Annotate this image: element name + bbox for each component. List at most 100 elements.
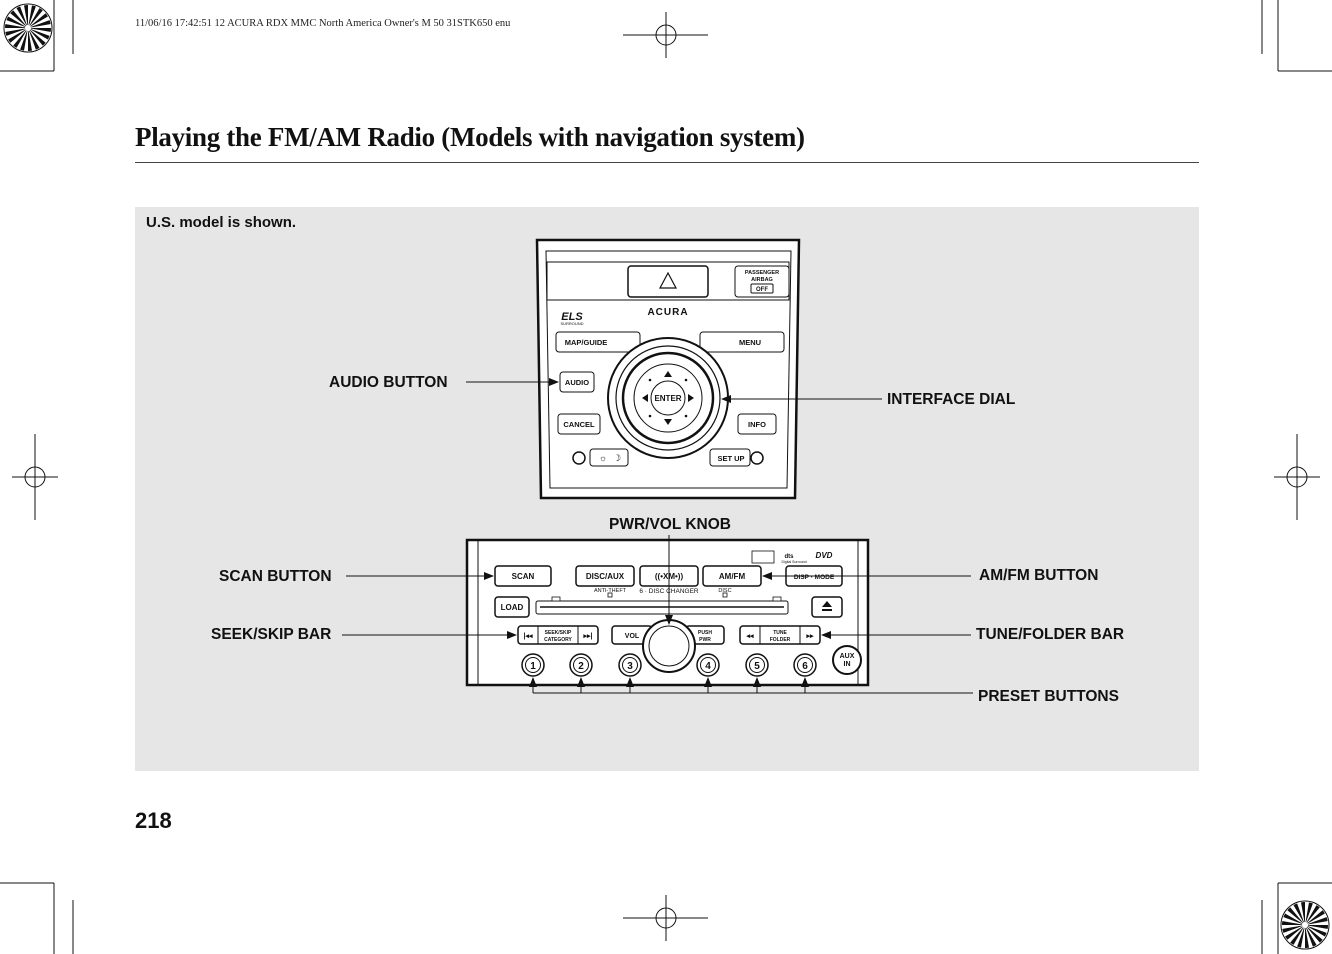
preset-button-2: 2 <box>569 653 593 677</box>
cancel-button <box>557 413 601 435</box>
load-label: LOAD <box>501 603 524 612</box>
callout-tune-folder-bar: TUNE/FOLDER BAR <box>976 626 1125 643</box>
starburst-ray <box>28 12 49 28</box>
starburst-ray <box>1305 925 1324 944</box>
info-label: INFO <box>748 420 766 429</box>
starburst-ray <box>28 28 51 40</box>
starburst-ray <box>1305 925 1328 937</box>
airbag-off-label: OFF <box>756 287 768 293</box>
svg-text:☽: ☽ <box>613 453 621 463</box>
audio-button <box>559 371 595 393</box>
tune-folder-label-1: TUNE <box>773 630 787 636</box>
am-fm-label: AM/FM <box>719 572 746 581</box>
starburst-ray <box>1286 906 1305 925</box>
starburst-ray <box>28 28 51 33</box>
brightness-button <box>589 448 629 467</box>
media-logo-box <box>751 550 775 564</box>
scan-label: SCAN <box>512 572 535 581</box>
disc-aux-label: DISC/AUX <box>586 572 625 581</box>
starburst-ray <box>23 5 28 28</box>
preset-label-3: 3 <box>627 661 633 672</box>
starburst-ray <box>7 28 29 44</box>
starburst-ray <box>1305 925 1310 948</box>
figure-note: U.S. model is shown. <box>146 214 297 231</box>
callout-interface-dial: INTERFACE DIAL <box>887 391 1016 408</box>
starburst-ray <box>12 28 28 49</box>
scan-button <box>494 565 552 587</box>
am-fm-button <box>702 565 762 587</box>
disp-mode-label: DISP · MODE <box>794 574 835 581</box>
starburst-mark-top-left <box>3 3 53 53</box>
starburst-ray <box>1305 925 1328 930</box>
starburst-ray <box>9 9 28 28</box>
preset-button-1: 1 <box>521 653 545 677</box>
preset-label-6: 6 <box>802 661 808 672</box>
svg-text:▸▸|: ▸▸| <box>583 633 593 640</box>
starburst-ray <box>1305 904 1321 925</box>
seek-skip-label-1: SEEK/SKIP <box>545 630 572 636</box>
menu-label: MENU <box>739 338 761 347</box>
anti-theft-label: ANTI-THEFT <box>594 588 627 594</box>
seek-skip-label-2: CATEGORY <box>544 637 572 643</box>
starburst-ray <box>1282 920 1305 925</box>
dvd-logo: DVD <box>816 551 833 560</box>
audio-button-label: AUDIO <box>565 378 589 387</box>
starburst-ray <box>1289 925 1305 946</box>
brand-logo: ACURA <box>647 307 688 318</box>
preset-button-3: 3 <box>618 653 642 677</box>
starburst-ray <box>5 16 29 28</box>
preset-label-5: 5 <box>754 661 760 672</box>
svg-text:◂◂: ◂◂ <box>745 633 754 640</box>
registration-target-top <box>623 12 708 58</box>
callout-seek-skip-bar: SEEK/SKIP BAR <box>211 626 332 643</box>
starburst-ray <box>1305 902 1314 925</box>
map-guide-label: MAP/GUIDE <box>565 338 608 347</box>
starburst-ray <box>1305 916 1328 925</box>
registration-target-right <box>1274 434 1320 520</box>
starburst-ray <box>28 28 33 51</box>
hazard-icon <box>659 271 677 289</box>
callout-pwr-vol-knob: PWR/VOL KNOB <box>609 516 731 533</box>
starburst-ray <box>28 5 37 28</box>
callout-audio-button: AUDIO BUTTON <box>329 374 448 391</box>
preset-button-4: 4 <box>696 653 720 677</box>
print-header: 11/06/16 17:42:51 12 ACURA RDX MMC North… <box>135 18 511 29</box>
load-button <box>494 596 530 618</box>
callout-am-fm-button: AM/FM BUTTON <box>979 567 1099 584</box>
preset-label-2: 2 <box>578 661 584 672</box>
enter-label: ENTER <box>654 394 681 403</box>
cancel-label: CANCEL <box>563 420 595 429</box>
setup-button <box>709 448 751 467</box>
starburst-ray <box>28 19 51 28</box>
passenger-airbag-label-1: PASSENGER <box>745 270 779 276</box>
callout-preset-buttons: PRESET BUTTONS <box>978 688 1119 705</box>
eject-icon <box>822 601 832 607</box>
aux-label: AUX <box>840 653 855 660</box>
starburst-ray <box>1300 902 1305 925</box>
starburst-ray <box>1296 925 1305 948</box>
starburst-ray <box>19 28 28 51</box>
dts-sub-logo: Digital Surround <box>781 560 806 564</box>
preset-label-4: 4 <box>705 661 711 672</box>
preset-button-5: 5 <box>745 653 769 677</box>
left-control-knob <box>572 451 586 465</box>
starburst-ray <box>16 5 28 29</box>
els-logo: ELS <box>561 311 583 323</box>
map-guide-button <box>555 331 641 353</box>
tune-folder-label-2: FOLDER <box>770 637 791 643</box>
aux-in-jack <box>832 645 862 675</box>
preset-button-6: 6 <box>793 653 817 677</box>
starburst-ray <box>1305 909 1326 925</box>
starburst-ray <box>1293 902 1305 925</box>
svg-text:☼: ☼ <box>599 453 607 463</box>
passenger-airbag-indicator <box>734 265 790 298</box>
starburst-ray <box>5 28 28 37</box>
starburst-ray <box>28 28 40 51</box>
svg-text:|◂◂: |◂◂ <box>524 633 533 640</box>
starburst-ray <box>5 23 28 28</box>
starburst-ray <box>1282 913 1305 925</box>
push-pwr-label-2: PWR <box>699 637 711 643</box>
menu-button <box>699 331 785 353</box>
preset-label-1: 1 <box>530 661 536 672</box>
